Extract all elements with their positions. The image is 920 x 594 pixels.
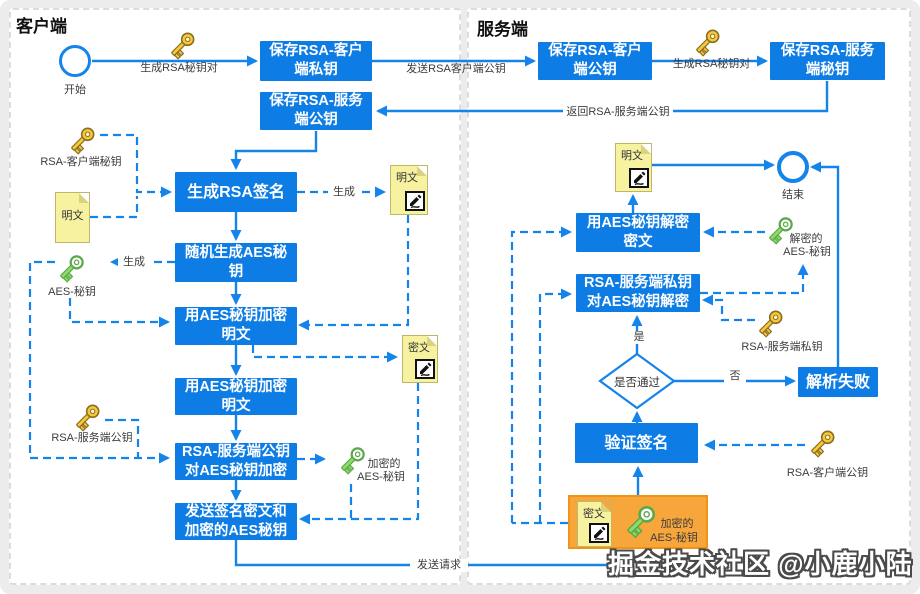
gold-key-icon <box>76 404 100 432</box>
green-key-icon <box>341 447 365 475</box>
gold-key-icon <box>696 29 720 57</box>
node-aes-encrypt-2: 用AES秘钥加密 明文 <box>175 378 297 415</box>
pencil-icon <box>405 191 425 211</box>
green-key-icon <box>60 255 84 283</box>
key-label-client-pub: RSA-客户端公钥 <box>786 467 869 479</box>
note-ciphertext-left: 密文 <box>402 335 438 383</box>
edge-label-yes: 是 <box>628 331 650 344</box>
pencil-icon <box>589 523 609 543</box>
node-save-client-public: 保存RSA-客户 端公钥 <box>538 42 652 80</box>
edge-label-gen-1: 生成 <box>328 186 360 199</box>
decision-label: 是否通过 <box>614 377 660 389</box>
key-label-encrypted-1: 加密的 <box>660 518 694 530</box>
end-circle <box>777 151 809 183</box>
note-plaintext-generated: 明文 <box>390 165 428 215</box>
key-label-server-private: RSA-服务端私钥 <box>741 341 823 353</box>
end-label: 结束 <box>782 189 804 201</box>
edge-label-gen-keypair: 生成RSA秘钥对 <box>140 62 218 74</box>
edge-label-gen-2: 生成 <box>118 256 150 269</box>
gold-key-icon <box>811 430 835 458</box>
node-rsa-decrypt-aes: RSA-服务端私钥 对AES秘钥解密 <box>576 274 700 312</box>
node-parse-fail: 解析失败 <box>798 367 878 397</box>
node-send-sign-cipher: 发送签名密文和 加密的AES秘钥 <box>175 503 297 540</box>
gold-key-icon <box>759 310 783 338</box>
received-data-group: 密文 加密的 AES-秘钥 <box>568 495 708 549</box>
node-gen-aes-key: 随机生成AES秘 钥 <box>175 243 297 282</box>
note-fold <box>79 193 89 203</box>
solid-connectors <box>92 55 840 567</box>
decision-diamond <box>598 352 676 410</box>
edge-label-send-client-pub: 发送RSA客户端公钥 <box>406 63 506 75</box>
green-key-icon <box>769 217 793 245</box>
node-save-client-private: 保存RSA-客户 端私钥 <box>260 41 372 81</box>
key-label-encrypted-aes-1: 加密的 <box>367 458 401 470</box>
server-panel-title: 服务端 <box>477 20 528 39</box>
client-panel-title: 客户端 <box>16 17 67 36</box>
pencil-icon <box>629 168 649 188</box>
note-fold <box>641 144 651 154</box>
start-label: 开始 <box>64 84 86 96</box>
note-plaintext-server: 明文 <box>615 143 652 192</box>
green-key-icon <box>627 505 656 539</box>
key-label-client-private: RSA-客户端秘钥 <box>40 156 122 168</box>
watermark: 掘金技术社区 @小鹿小陆 <box>608 549 913 579</box>
key-label-encrypted-aes-2: AES-秘钥 <box>357 471 405 483</box>
edge-label-return-server-pub: 返回RSA-服务端公钥 <box>563 106 673 119</box>
key-label-decrypted-2: AES-秘钥 <box>783 246 831 258</box>
node-gen-rsa-sign: 生成RSA签名 <box>175 172 297 212</box>
node-save-server-public: 保存RSA-服务 端公钥 <box>260 92 372 130</box>
note-fold <box>417 166 427 176</box>
node-verify-sign: 验证签名 <box>575 423 698 463</box>
node-save-server-secret: 保存RSA-服务 端秘钥 <box>770 42 885 80</box>
edge-label-no: 否 <box>724 370 746 383</box>
gold-key-icon <box>171 32 195 60</box>
key-label-decrypted-1: 解密的 <box>789 233 823 245</box>
gold-key-icon <box>71 127 95 155</box>
edge-label-send-request: 发送请求 <box>410 559 468 572</box>
key-label-aes: AES-秘钥 <box>48 286 96 298</box>
note-fold <box>427 336 437 346</box>
node-aes-encrypt-1: 用AES秘钥加密 明文 <box>175 307 297 345</box>
node-aes-decrypt: 用AES秘钥解密 密文 <box>576 213 700 252</box>
note-plaintext-left: 明文 <box>55 192 90 243</box>
edge-label-gen-keypair-server: 生成RSA秘钥对 <box>672 58 751 70</box>
start-circle <box>59 45 91 77</box>
note-fold <box>601 502 611 512</box>
key-label-server-pub: RSA-服务端公钥 <box>51 432 133 444</box>
pencil-icon <box>415 359 435 379</box>
node-rsa-encrypt-aes: RSA-服务端公钥 对AES秘钥加密 <box>175 443 297 480</box>
key-label-encrypted-2: AES-秘钥 <box>650 532 698 544</box>
note-ciphertext-server: 密文 <box>577 501 612 547</box>
